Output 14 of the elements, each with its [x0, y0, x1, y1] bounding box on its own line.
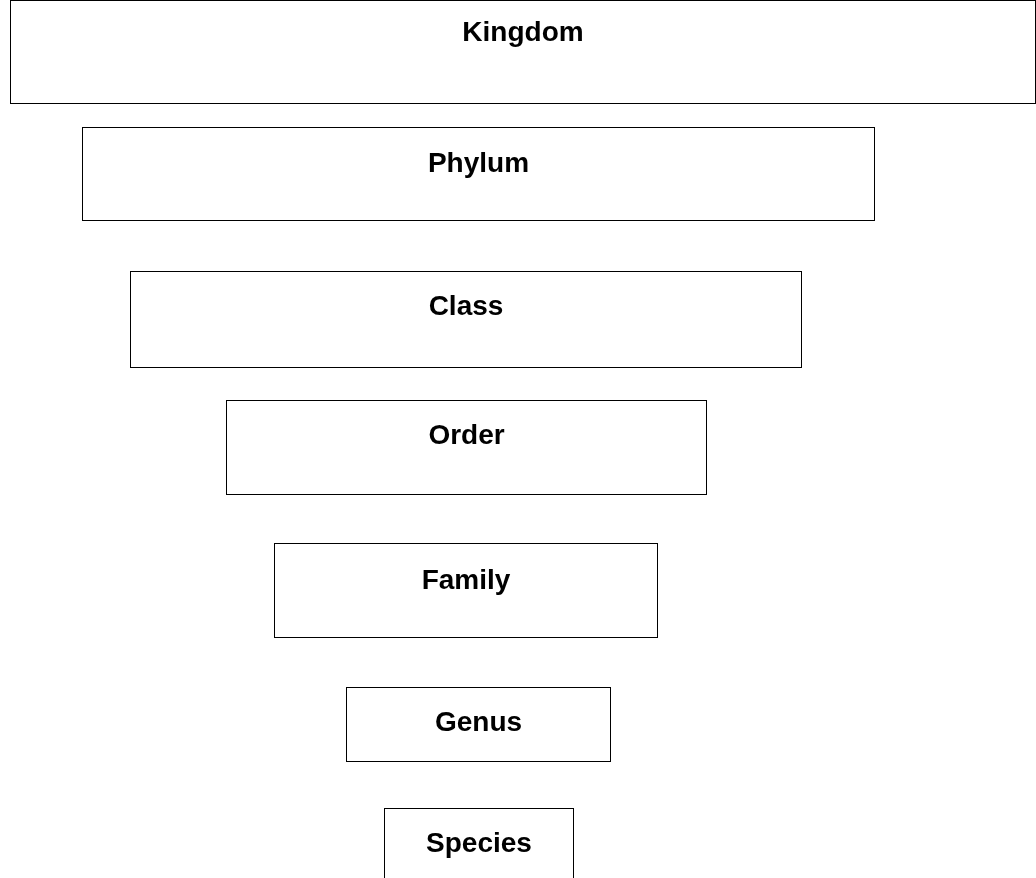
- rank-box: [346, 687, 611, 762]
- rank-label: Genus: [434, 706, 523, 738]
- rank-box: [130, 271, 802, 368]
- rank-label: Phylum: [427, 147, 530, 179]
- rank-box: [10, 0, 1036, 104]
- rank-label: Kingdom: [462, 16, 584, 48]
- rank-box: [82, 127, 875, 221]
- rank-label: Order: [428, 419, 505, 451]
- rank-box: [226, 400, 707, 495]
- rank-box: [384, 808, 574, 878]
- rank-box: [274, 543, 658, 638]
- rank-label: Class: [428, 290, 504, 322]
- rank-label: Family: [421, 564, 511, 596]
- rank-label: Species: [426, 827, 532, 859]
